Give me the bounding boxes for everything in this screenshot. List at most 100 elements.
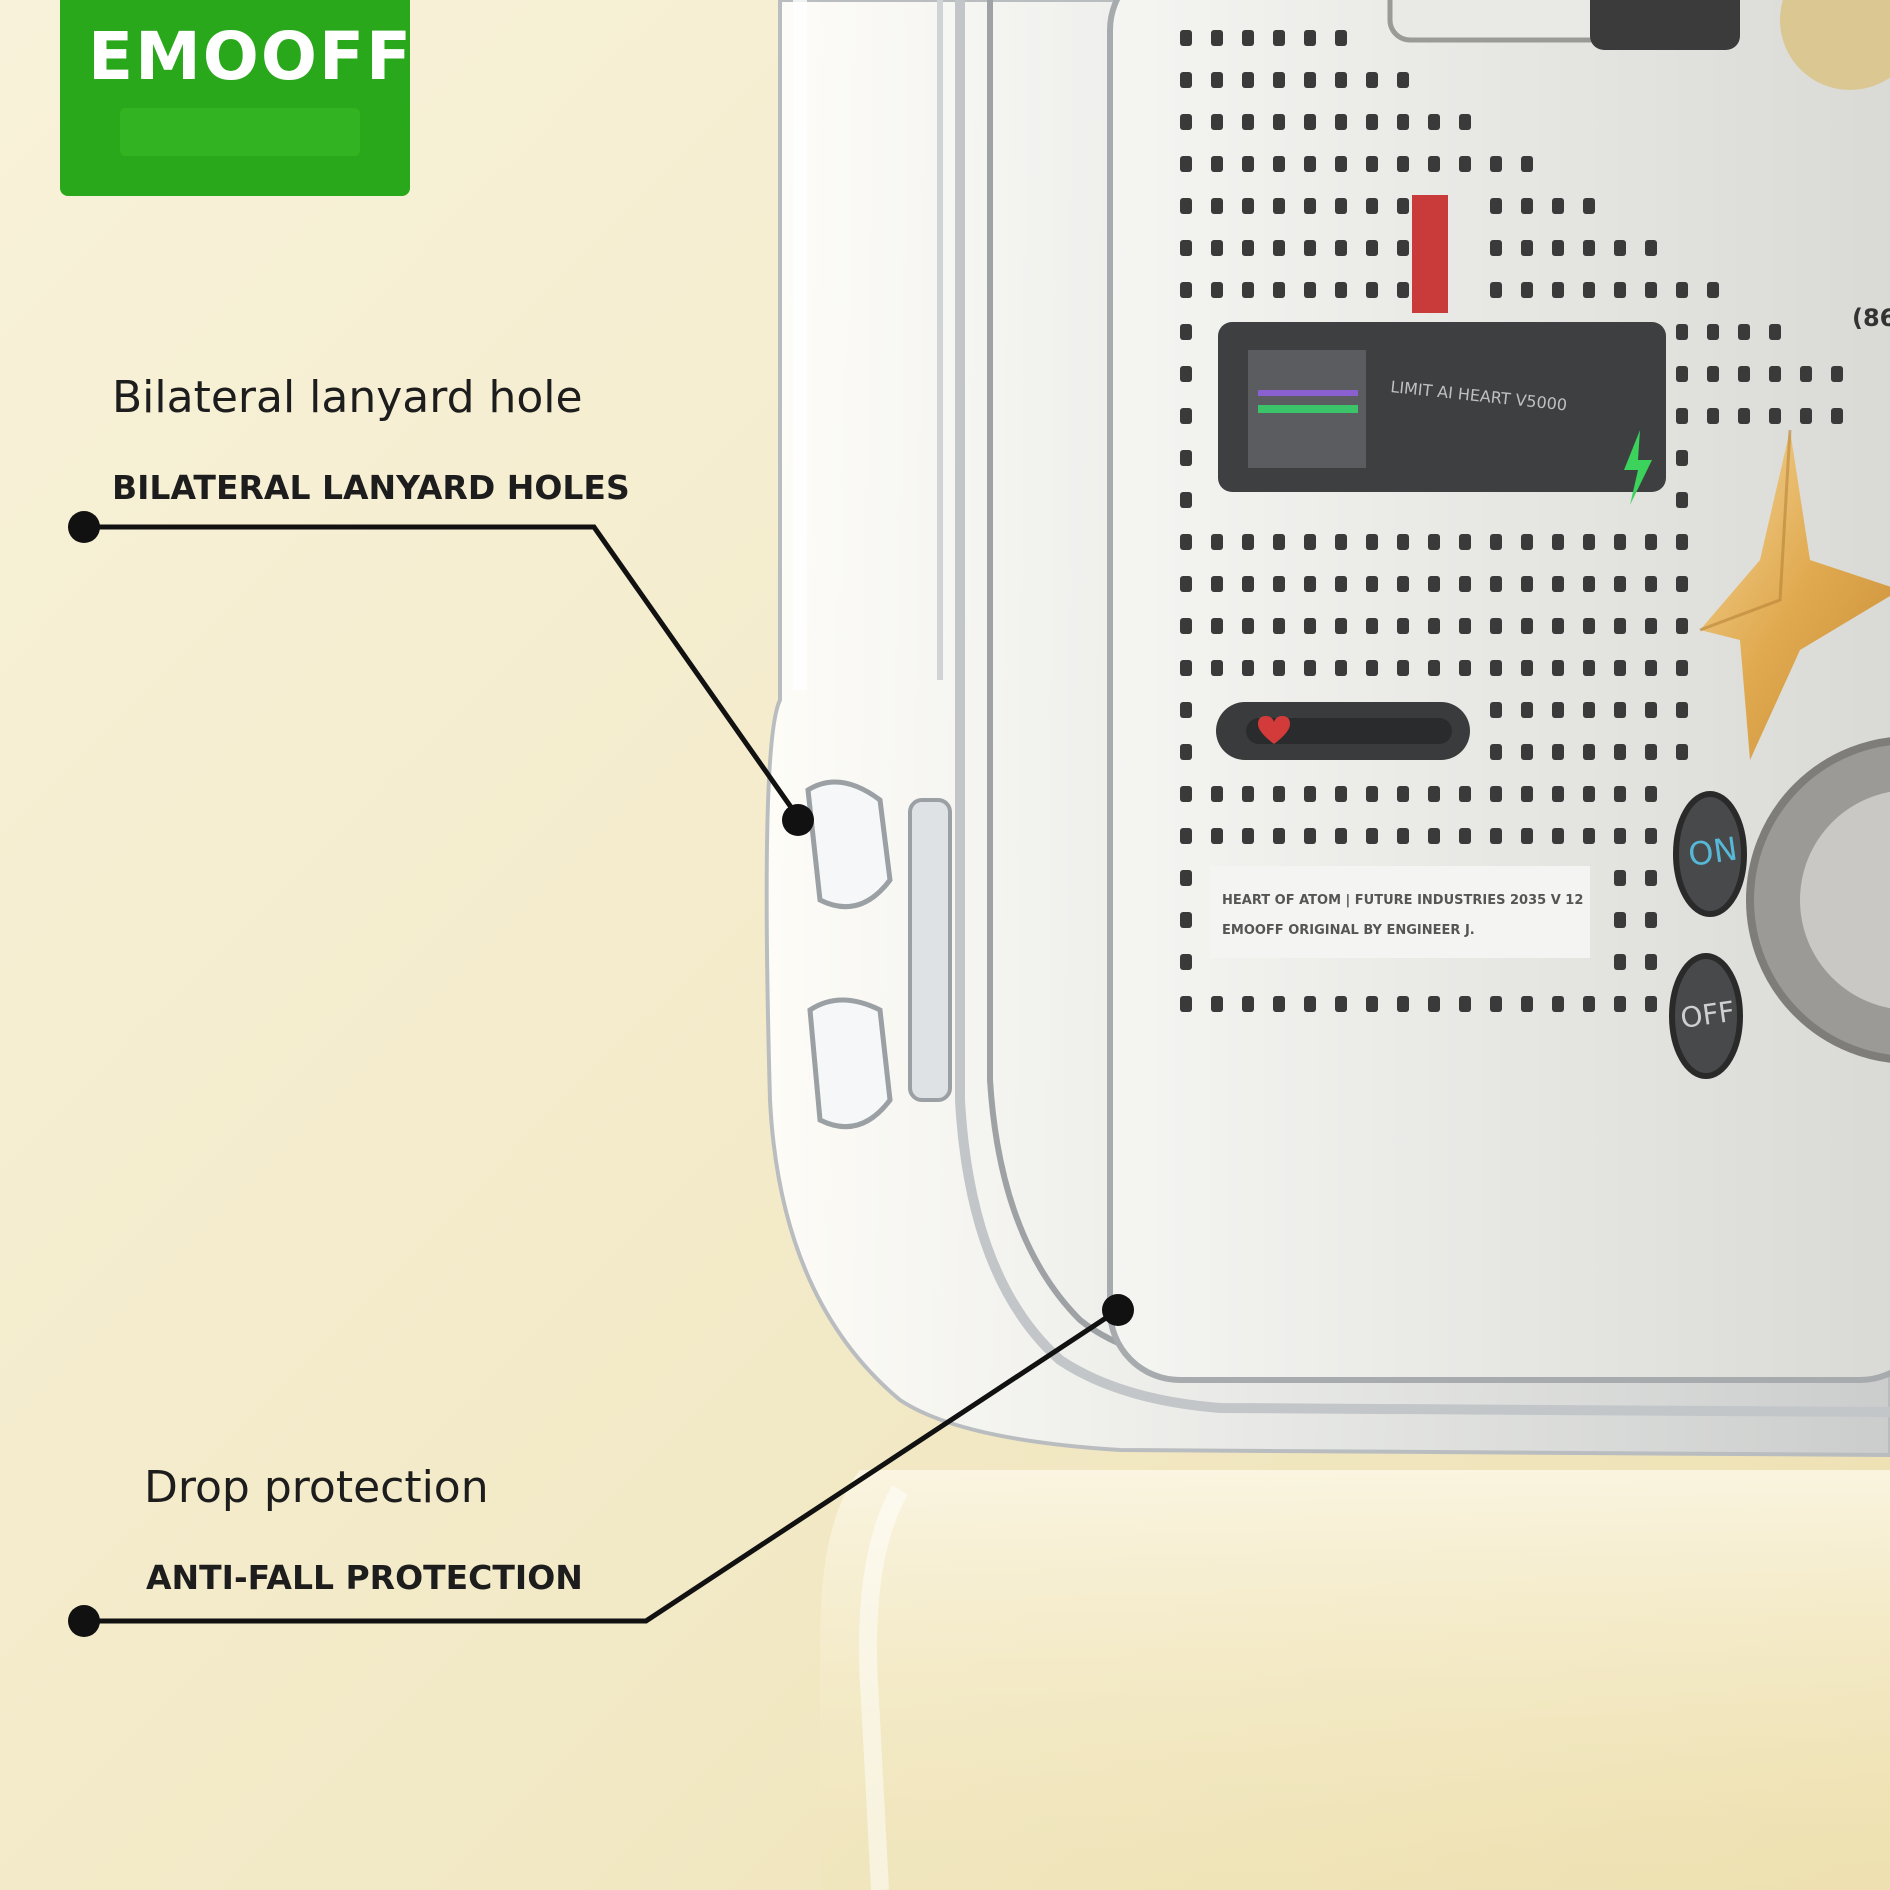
grid-dot	[1490, 744, 1502, 760]
grid-dot	[1645, 828, 1657, 844]
grid-dot	[1180, 870, 1192, 886]
grid-dot	[1180, 366, 1192, 382]
grid-dot	[1366, 534, 1378, 550]
grid-dot	[1211, 240, 1223, 256]
grid-dot	[1490, 156, 1502, 172]
grid-dot	[1521, 534, 1533, 550]
case-reflection	[820, 1470, 1890, 1890]
grid-dot	[1428, 828, 1440, 844]
grid-dot	[1304, 30, 1316, 46]
grid-dot	[1583, 786, 1595, 802]
grid-dot	[1366, 618, 1378, 634]
grid-dot	[1273, 534, 1285, 550]
grid-dot	[1490, 198, 1502, 214]
grid-dot	[1583, 618, 1595, 634]
grid-dot	[1521, 240, 1533, 256]
grid-dot	[1273, 576, 1285, 592]
grid-dot	[1273, 114, 1285, 130]
grid-dot	[1459, 996, 1471, 1012]
grid-dot	[1676, 576, 1688, 592]
grid-dot	[1583, 198, 1595, 214]
grid-dot	[1242, 198, 1254, 214]
grid-dot	[1521, 282, 1533, 298]
grid-dot	[1428, 114, 1440, 130]
grid-dot	[1180, 282, 1192, 298]
grid-dot	[1242, 30, 1254, 46]
grid-dot	[1614, 912, 1626, 928]
grid-dot	[1428, 786, 1440, 802]
grid-dot	[1614, 870, 1626, 886]
grid-dot	[1304, 618, 1316, 634]
grid-dot	[1645, 954, 1657, 970]
grid-dot	[1831, 366, 1843, 382]
grid-dot	[1490, 282, 1502, 298]
grid-dot	[1428, 618, 1440, 634]
grid-dot	[1397, 282, 1409, 298]
grid-dot	[1335, 282, 1347, 298]
grid-dot	[1490, 534, 1502, 550]
grid-dot	[1583, 828, 1595, 844]
grid-dot	[1490, 240, 1502, 256]
grid-dot	[1304, 72, 1316, 88]
grid-dot	[1676, 492, 1688, 508]
grid-dot	[1552, 828, 1564, 844]
grid-dot	[1645, 576, 1657, 592]
grid-dot	[1397, 828, 1409, 844]
grid-dot	[1769, 366, 1781, 382]
grid-dot	[1676, 366, 1688, 382]
grid-dot	[1676, 618, 1688, 634]
grid-dot	[1583, 660, 1595, 676]
grid-dot	[1304, 996, 1316, 1012]
grid-dot	[1335, 198, 1347, 214]
grid-dot	[1335, 72, 1347, 88]
grid-dot	[1273, 828, 1285, 844]
grid-dot	[1645, 870, 1657, 886]
grid-dot	[1552, 240, 1564, 256]
grid-dot	[1459, 576, 1471, 592]
footer-line-1: HEART OF ATOM | FUTURE INDUSTRIES 2035 V…	[1222, 893, 1583, 908]
grid-dot	[1521, 618, 1533, 634]
grid-dot	[1614, 828, 1626, 844]
grid-dot	[1521, 156, 1533, 172]
off-button	[1669, 953, 1743, 1079]
grid-dot	[1304, 114, 1316, 130]
grid-dot	[1428, 576, 1440, 592]
grid-dot	[1428, 534, 1440, 550]
grid-dot	[1521, 786, 1533, 802]
grid-dot	[1490, 576, 1502, 592]
grid-dot	[1614, 240, 1626, 256]
grid-dot	[1273, 786, 1285, 802]
grid-dot	[1242, 996, 1254, 1012]
grid-dot	[1180, 618, 1192, 634]
grid-dot	[1614, 660, 1626, 676]
grid-dot	[1366, 660, 1378, 676]
grid-dot	[1304, 660, 1316, 676]
grid-dot	[1552, 660, 1564, 676]
grid-dot	[1645, 660, 1657, 676]
grid-dot	[1180, 702, 1192, 718]
grid-dot	[1211, 996, 1223, 1012]
grid-dot	[1180, 198, 1192, 214]
grid-dot	[1304, 534, 1316, 550]
grid-dot	[1335, 660, 1347, 676]
grid-dot	[1614, 954, 1626, 970]
grid-dot	[1242, 660, 1254, 676]
grid-dot	[1707, 366, 1719, 382]
grid-dot	[1242, 282, 1254, 298]
grid-dot	[1335, 240, 1347, 256]
grid-dot	[1211, 786, 1223, 802]
grid-dot	[1180, 324, 1192, 340]
grid-dot	[1335, 996, 1347, 1012]
grid-dot	[1242, 156, 1254, 172]
grid-dot	[1211, 114, 1223, 130]
grid-dot	[1335, 828, 1347, 844]
grid-dot	[1180, 954, 1192, 970]
grid-dot	[1180, 660, 1192, 676]
grid-dot	[1459, 618, 1471, 634]
grid-dot	[1614, 534, 1626, 550]
grid-dot	[1552, 618, 1564, 634]
grid-dot	[1242, 786, 1254, 802]
grid-dot	[1397, 996, 1409, 1012]
grid-dot	[1831, 408, 1843, 424]
grid-dot	[1366, 198, 1378, 214]
